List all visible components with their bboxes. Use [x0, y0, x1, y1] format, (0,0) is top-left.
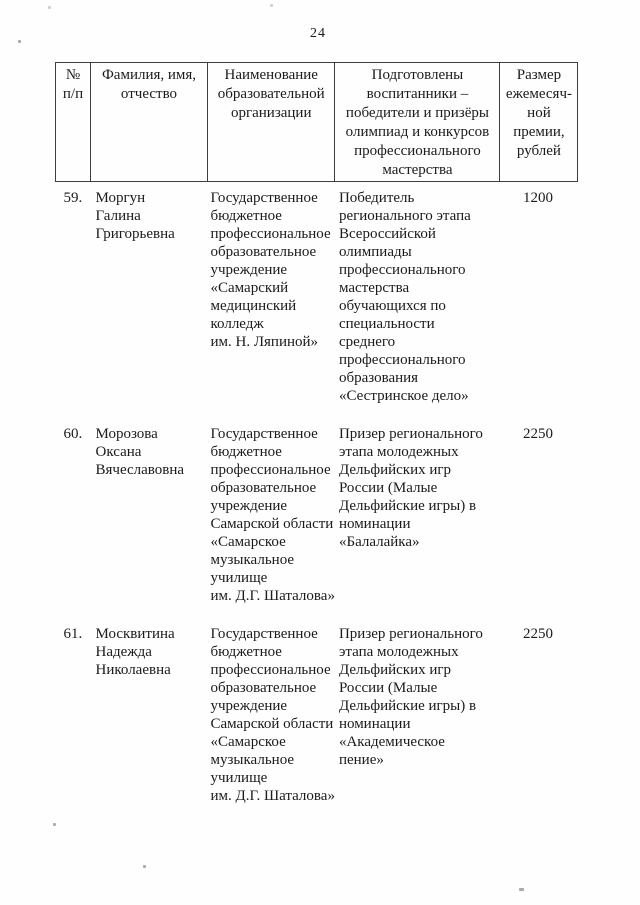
- achievement-cell: Призер регионального этапа молодежных Де…: [338, 426, 483, 550]
- scan-speck: [18, 40, 21, 43]
- awards-table: № п/п Фамилия, имя, отчество Наименовани…: [55, 62, 579, 805]
- achievement-cell: Победитель регионального этапа Всероссий…: [338, 190, 471, 404]
- row-number-cell: 61.: [63, 626, 83, 642]
- person-name-cell: Морозова Оксана Вячеславовна: [95, 426, 185, 478]
- scan-speck: [519, 888, 524, 891]
- table-row: 60. Морозова Оксана Вячеславовна Государ…: [56, 405, 578, 605]
- row-number-cell: 60.: [63, 426, 83, 442]
- table-row: 61. Москвитина Надежда Николаевна Госуда…: [56, 605, 578, 805]
- page-number: 24: [310, 26, 326, 41]
- organization-cell: Государственное бюджетное профессиональн…: [210, 190, 331, 350]
- scan-speck: [270, 4, 273, 7]
- scan-speck: [48, 6, 51, 9]
- achievement-cell: Призер регионального этапа молодежных Де…: [338, 626, 483, 768]
- person-name-cell: Москвитина Надежда Николаевна: [95, 626, 175, 678]
- row-number-cell: 59.: [63, 190, 83, 206]
- column-header-achievement: Подготовлены воспитанники – победители и…: [334, 62, 501, 182]
- organization-cell: Государственное бюджетное профессиональн…: [210, 426, 335, 604]
- amount-cell: 2250: [522, 626, 553, 642]
- scan-speck: [143, 865, 146, 868]
- amount-cell: 2250: [522, 426, 553, 442]
- amount-cell: 1200: [522, 190, 553, 206]
- table-header-row: № п/п Фамилия, имя, отчество Наименовани…: [55, 62, 579, 182]
- scan-speck: [53, 823, 56, 826]
- table-row: 59. Моргун Галина Григорьевна Государств…: [56, 182, 578, 406]
- column-header-organization: Наименование образовательной организации: [206, 62, 336, 182]
- person-name-cell: Моргун Галина Григорьевна: [95, 190, 175, 242]
- column-header-amount: Размер ежемесяч- ной премии, рублей: [499, 62, 579, 182]
- organization-cell: Государственное бюджетное профессиональн…: [210, 626, 335, 804]
- column-header-name: Фамилия, имя, отчество: [90, 62, 208, 182]
- column-header-num: № п/п: [55, 62, 91, 182]
